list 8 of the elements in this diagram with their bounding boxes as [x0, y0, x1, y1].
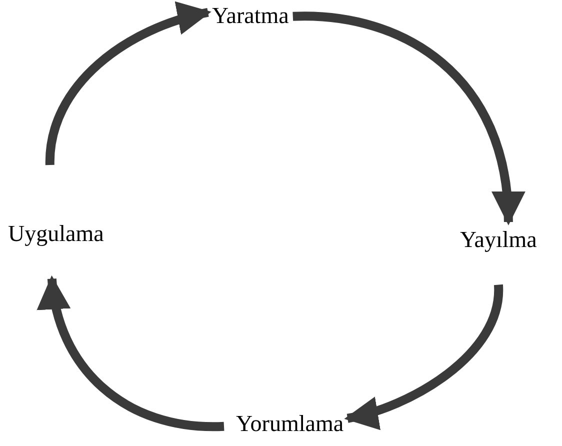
stage-label: Yaratma	[212, 2, 289, 31]
curved-arrow	[45, 2, 212, 166]
stage-label: Uygulama	[8, 220, 104, 249]
stage-label: Yorumlama	[236, 410, 344, 439]
stage-label: Yayılma	[460, 226, 537, 255]
curved-arrow	[344, 284, 503, 429]
curved-arrow	[292, 12, 524, 226]
curved-arrow	[38, 275, 224, 431]
